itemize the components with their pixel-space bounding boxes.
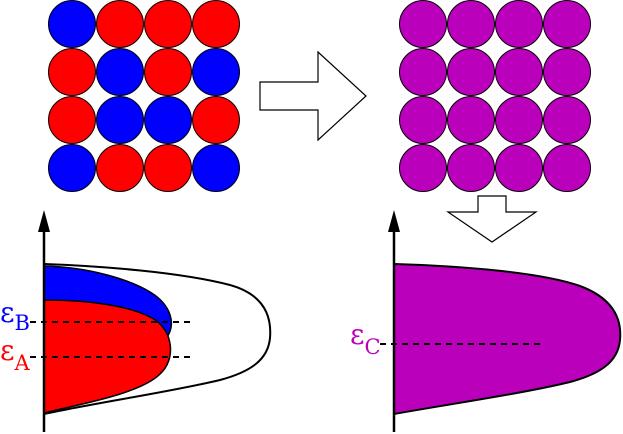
atom-b	[144, 96, 192, 144]
atom-c	[399, 96, 447, 144]
atom-c	[543, 144, 591, 192]
atom-c	[543, 0, 591, 48]
arrow-down-icon	[446, 195, 538, 243]
eps-b-label: εB	[0, 296, 30, 335]
lattice-right	[399, 0, 591, 192]
atom-b	[48, 0, 96, 48]
y-axis-left-arrowhead	[38, 210, 50, 232]
atom-a	[144, 0, 192, 48]
arrow-right-icon	[259, 50, 367, 142]
atom-b	[192, 144, 240, 192]
atom-c	[495, 48, 543, 96]
atom-c	[543, 48, 591, 96]
dos-band-c	[393, 262, 622, 416]
atom-b	[192, 48, 240, 96]
atom-c	[399, 48, 447, 96]
atom-c	[495, 0, 543, 48]
eps-a-label: εA	[0, 334, 31, 375]
dos-plot-right	[380, 210, 622, 432]
atom-a	[96, 0, 144, 48]
atom-a	[192, 96, 240, 144]
atom-a	[192, 0, 240, 48]
atom-b	[96, 96, 144, 144]
atom-b	[96, 48, 144, 96]
atom-a	[48, 48, 96, 96]
eps-c-label: εC	[350, 318, 381, 359]
atom-c	[399, 144, 447, 192]
y-axis-right-arrowhead	[388, 210, 400, 232]
atom-a	[96, 144, 144, 192]
dos-plot-left	[30, 210, 272, 432]
atom-a	[144, 144, 192, 192]
atom-b	[48, 144, 96, 192]
atom-c	[447, 144, 495, 192]
atom-a	[48, 96, 96, 144]
atom-c	[447, 48, 495, 96]
lattice-left	[48, 0, 240, 192]
atom-c	[447, 96, 495, 144]
atom-c	[447, 0, 495, 48]
atom-c	[495, 96, 543, 144]
atom-c	[543, 96, 591, 144]
atom-c	[495, 144, 543, 192]
atom-a	[144, 48, 192, 96]
atom-c	[399, 0, 447, 48]
